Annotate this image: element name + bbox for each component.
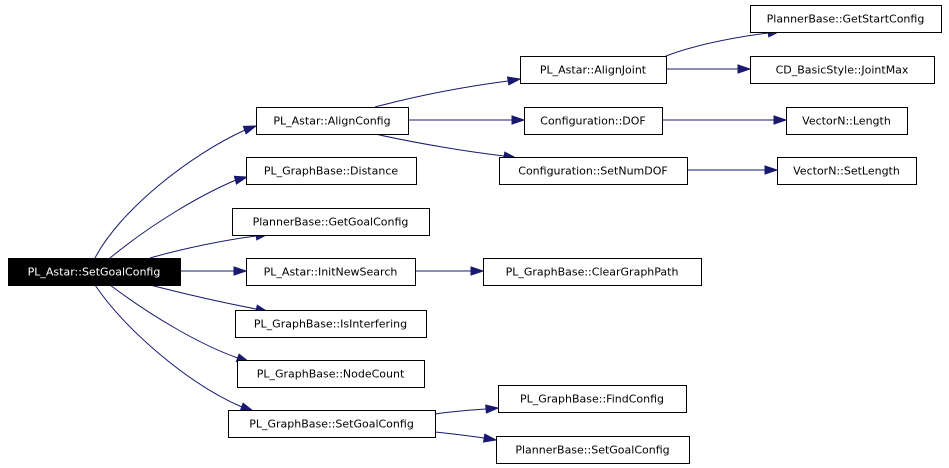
node-box xyxy=(524,107,663,135)
node-box xyxy=(750,56,935,84)
node-n1[interactable]: PL_Astar::AlignConfig xyxy=(256,107,409,135)
node-label: PL_GraphBase::SetGoalConfig xyxy=(249,418,414,431)
edge-n0-to-n4 xyxy=(180,266,248,276)
node-label: PL_GraphBase::Distance xyxy=(264,165,399,178)
node-box xyxy=(786,107,908,135)
node-box xyxy=(8,258,181,286)
node-label: PlannerBase::GetStartConfig xyxy=(767,13,925,26)
node-n11[interactable]: PL_GraphBase::ClearGraphPath xyxy=(483,258,702,286)
node-label: PlannerBase::SetGoalConfig xyxy=(515,444,669,457)
edge-line xyxy=(374,80,509,108)
node-n8[interactable]: PL_Astar::AlignJoint xyxy=(520,56,667,84)
arrowhead-icon xyxy=(233,266,248,276)
node-label: VectorN::Length xyxy=(802,115,891,128)
node-n9[interactable]: Configuration::DOF xyxy=(524,107,663,135)
edge-line xyxy=(109,284,239,359)
arrowhead-icon xyxy=(506,76,522,86)
arrowhead-icon xyxy=(239,402,255,412)
node-box xyxy=(498,385,687,413)
node-box xyxy=(232,208,430,236)
node-label: PL_GraphBase::ClearGraphPath xyxy=(506,266,679,279)
edge-n9-to-n16 xyxy=(662,115,788,125)
edge-n7-to-n12 xyxy=(434,404,500,415)
node-box xyxy=(235,310,427,338)
arrowhead-icon xyxy=(511,115,526,125)
node-n14[interactable]: PlannerBase::GetStartConfig xyxy=(750,5,942,33)
edge-n0-to-n7 xyxy=(94,284,255,412)
node-box xyxy=(483,258,702,286)
root-node[interactable]: PL_Astar::SetGoalConfig xyxy=(8,258,181,286)
edge-n4-to-n11 xyxy=(415,266,485,276)
node-label: VectorN::SetLength xyxy=(793,165,900,178)
node-box xyxy=(777,157,917,185)
node-box xyxy=(256,107,409,135)
node-box xyxy=(237,360,425,388)
node-label: PL_Astar::AlignConfig xyxy=(273,115,390,128)
edge-n0-to-n2 xyxy=(109,175,249,259)
edge-line xyxy=(109,179,237,259)
edge-line xyxy=(149,235,257,259)
edge-line xyxy=(434,408,487,415)
node-box xyxy=(496,436,690,464)
arrowhead-icon xyxy=(482,433,498,443)
arrowhead-icon xyxy=(737,64,752,74)
node-n7[interactable]: PL_GraphBase::SetGoalConfig xyxy=(228,410,436,438)
edge-n7-to-n13 xyxy=(434,431,498,443)
arrowhead-icon xyxy=(764,165,779,175)
node-label: CD_BasicStyle::JointMax xyxy=(776,64,909,77)
edge-line xyxy=(434,431,485,439)
node-label: PL_GraphBase::IsInterfering xyxy=(254,318,407,331)
edge-n8-to-n15 xyxy=(666,64,752,74)
node-n5[interactable]: PL_GraphBase::IsInterfering xyxy=(235,310,427,338)
node-n2[interactable]: PL_GraphBase::Distance xyxy=(246,157,417,185)
node-n10[interactable]: Configuration::SetNumDOF xyxy=(499,157,688,185)
node-box xyxy=(228,410,436,438)
node-n17[interactable]: VectorN::SetLength xyxy=(777,157,917,185)
edge-line xyxy=(94,284,243,408)
node-box xyxy=(520,56,667,84)
arrowhead-icon xyxy=(470,266,485,276)
edges-layer xyxy=(94,28,788,443)
node-n4[interactable]: PL_Astar::InitNewSearch xyxy=(246,258,416,286)
nodes-layer: PL_Astar::SetGoalConfig PL_Astar::AlignCo… xyxy=(8,5,942,464)
node-n15[interactable]: CD_BasicStyle::JointMax xyxy=(750,56,935,84)
node-n12[interactable]: PL_GraphBase::FindConfig xyxy=(498,385,687,413)
node-label: PL_Astar::AlignJoint xyxy=(540,64,647,77)
node-label: PlannerBase::GetGoalConfig xyxy=(253,216,409,229)
edge-n0-to-n1 xyxy=(94,125,258,259)
node-n6[interactable]: PL_GraphBase::NodeCount xyxy=(237,360,425,388)
node-box xyxy=(750,5,942,33)
edge-n10-to-n17 xyxy=(687,165,779,175)
edge-n0-to-n5 xyxy=(149,284,270,314)
node-n3[interactable]: PlannerBase::GetGoalConfig xyxy=(232,208,430,236)
node-label: PL_GraphBase::NodeCount xyxy=(257,368,405,381)
edge-n0-to-n6 xyxy=(109,284,251,363)
node-box xyxy=(246,157,417,185)
node-label: PL_GraphBase::FindConfig xyxy=(520,393,664,406)
arrowhead-icon xyxy=(773,115,788,125)
node-label: Configuration::DOF xyxy=(540,115,645,128)
node-label: PL_Astar::InitNewSearch xyxy=(264,266,398,279)
node-label: PL_Astar::SetGoalConfig xyxy=(28,266,161,279)
edge-n1-to-n10 xyxy=(374,133,518,161)
arrowhead-icon xyxy=(485,404,500,414)
node-n16[interactable]: VectorN::Length xyxy=(786,107,908,135)
node-box xyxy=(499,157,688,185)
edge-n1-to-n8 xyxy=(374,76,522,108)
node-label: Configuration::SetNumDOF xyxy=(518,165,667,178)
arrowhead-icon xyxy=(233,175,249,185)
edge-line xyxy=(374,133,505,157)
edge-n8-to-n14 xyxy=(665,28,782,57)
edge-line xyxy=(149,284,257,310)
edge-line xyxy=(94,129,246,259)
edge-line xyxy=(665,32,769,57)
arrowhead-icon xyxy=(242,125,258,135)
edge-n1-to-n9 xyxy=(408,115,526,125)
node-box xyxy=(246,258,416,286)
node-n13[interactable]: PlannerBase::SetGoalConfig xyxy=(496,436,690,464)
